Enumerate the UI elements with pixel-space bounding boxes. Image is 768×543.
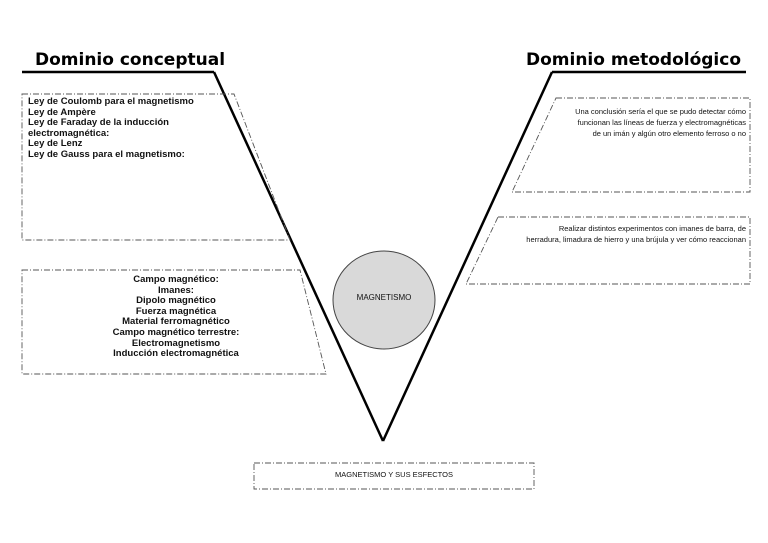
concept-item: Dipolo magnético	[136, 295, 216, 307]
concept-item: Material ferromagnético	[122, 316, 230, 328]
v-right-arm	[381, 71, 554, 442]
v-left-arm	[212, 71, 385, 442]
concepts-box	[21, 269, 327, 375]
center-topic-label: MAGNETISMO	[356, 293, 412, 302]
concept-item: Campo magnético terrestre:	[112, 326, 240, 338]
conceptual-domain-heading: Dominio conceptual	[35, 50, 226, 70]
theory-item: Ley de Ampère	[28, 106, 96, 118]
concept-item: Campo magnético:	[133, 274, 219, 285]
conclusion-text: Una conclusión sería el que se pudo dete…	[575, 106, 746, 139]
conclusion-line: Una conclusión sería el que se pudo dete…	[575, 107, 746, 116]
event-box	[253, 462, 535, 490]
concept-item: Fuerza magnética	[135, 305, 217, 317]
concept-item: Inducción electromagnética	[113, 348, 239, 360]
theory-item: Ley de Coulomb para el magnetismo	[28, 96, 194, 107]
procedure-text: Realizar distintos experimentos con iman…	[526, 223, 746, 245]
conclusion-line: de un imán y algún otro elemento ferroso…	[592, 129, 746, 138]
theory-item: Ley de Lenz	[28, 138, 83, 150]
conclusion-box	[511, 97, 751, 193]
center-topic-circle	[332, 250, 436, 350]
conclusion-line: funcionan las líneas de fuerza y electro…	[577, 118, 746, 127]
theories-box	[21, 93, 291, 241]
concept-item: Imanes:	[158, 284, 194, 296]
procedure-line: herradura, limadura de hierro y una brúj…	[526, 235, 746, 244]
concept-item: Electromagnetismo	[131, 337, 221, 349]
theory-item: electromagnética:	[28, 127, 110, 139]
methodological-domain-heading: Dominio metodológico	[526, 50, 742, 70]
procedure-line: Realizar distintos experimentos con iman…	[558, 224, 746, 233]
theories-list: Ley de Coulomb para el magnetismo Ley de…	[28, 96, 194, 161]
theory-item: Ley de Faraday de la inducción	[28, 117, 169, 129]
procedure-box	[465, 216, 751, 285]
event-label: MAGNETISMO Y SUS ESFECTOS	[335, 470, 453, 479]
theory-item: Ley de Gauss para el magnetismo:	[28, 148, 185, 160]
concepts-list: Campo magnético: Imanes: Dipolo magnétic…	[96, 274, 256, 360]
